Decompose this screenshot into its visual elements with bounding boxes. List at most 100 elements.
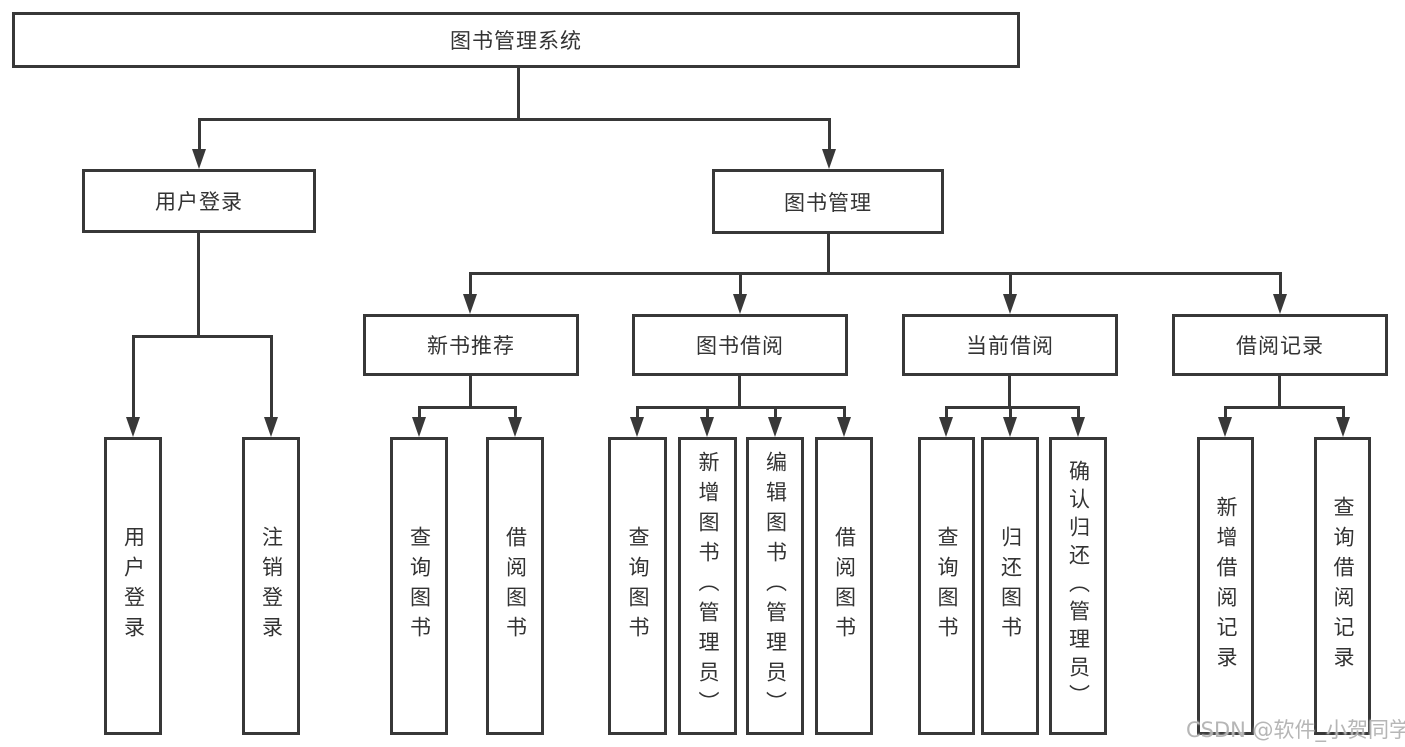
csdn-watermark: CSDN @软件_小贺同学	[1186, 718, 1405, 742]
arrow-to-leaf-query-books-b	[630, 406, 644, 437]
leaf-label: 新增借阅记录	[1214, 496, 1238, 676]
arrow-shaft	[269, 335, 273, 417]
arrow-to-leaf-edit-books	[768, 406, 782, 437]
arrow-to-current-borrow	[1003, 272, 1017, 314]
connector-new-book-stem	[469, 376, 472, 406]
arrow-shaft	[842, 406, 846, 417]
connector-book-borrow-stem	[738, 376, 741, 406]
leaf-borrow-books-recommend: 借阅图书	[486, 437, 544, 735]
node-book-borrow: 图书借阅	[632, 314, 848, 376]
leaf-label: 借阅图书	[832, 526, 857, 646]
arrowhead-icon	[1003, 294, 1017, 314]
node-user-login: 用户登录	[82, 169, 316, 233]
node-new-book-recommend: 新书推荐	[363, 314, 579, 376]
node-borrow-records: 借阅记录	[1172, 314, 1388, 376]
arrowhead-icon	[837, 417, 851, 437]
leaf-label: 新增图书（管理员）	[696, 451, 720, 721]
arrowhead-icon	[700, 417, 714, 437]
arrow-to-leaf-return-books	[1003, 406, 1017, 437]
arrowhead-icon	[768, 417, 782, 437]
connector-user-login-rail	[132, 335, 273, 338]
leaf-query-books-recommend: 查询图书	[390, 437, 448, 735]
connector-level2-rail	[198, 118, 831, 121]
node-label: 图书借阅	[696, 334, 784, 358]
arrow-to-leaf-query-record	[1336, 406, 1350, 437]
arrow-shaft	[827, 118, 831, 149]
arrow-shaft	[1223, 406, 1227, 417]
connector-new-book-rail	[418, 406, 517, 409]
arrowhead-icon	[192, 149, 206, 169]
arrowhead-icon	[1336, 417, 1350, 437]
leaf-return-books: 归还图书	[981, 437, 1039, 735]
arrow-shaft	[197, 118, 201, 149]
arrow-shaft	[417, 406, 421, 417]
arrow-to-leaf-user-login	[126, 335, 140, 437]
leaf-query-borrow-record: 查询借阅记录	[1314, 437, 1371, 735]
node-label: 新书推荐	[427, 334, 515, 358]
leaf-label: 归还图书	[998, 526, 1023, 646]
arrow-shaft	[738, 272, 742, 294]
arrow-to-new-book-recommend	[463, 272, 477, 314]
leaf-add-books-admin: 新增图书（管理员）	[678, 437, 737, 735]
arrow-to-leaf-add-books	[700, 406, 714, 437]
leaf-label: 用户登录	[121, 526, 146, 646]
leaf-label: 编辑图书（管理员）	[763, 451, 788, 721]
leaf-label: 查询图书	[407, 526, 432, 646]
leaf-query-books-borrow: 查询图书	[608, 437, 667, 735]
arrowhead-icon	[508, 417, 522, 437]
arrowhead-icon	[412, 417, 426, 437]
leaf-label: 注销登录	[259, 526, 284, 646]
arrowhead-icon	[264, 417, 278, 437]
leaf-query-books-current: 查询图书	[918, 437, 975, 735]
arrow-to-book-management	[822, 118, 836, 169]
arrow-shaft	[1008, 272, 1012, 294]
arrowhead-icon	[939, 417, 953, 437]
connector-root-stem	[517, 68, 520, 118]
arrow-shaft	[1278, 272, 1282, 294]
arrowhead-icon	[126, 417, 140, 437]
arrow-to-leaf-borrow-books-b	[837, 406, 851, 437]
leaf-edit-books-admin: 编辑图书（管理员）	[746, 437, 804, 735]
arrow-to-leaf-confirm-return	[1071, 406, 1085, 437]
connector-book-borrow-rail	[636, 406, 845, 409]
arrow-to-leaf-logout	[264, 335, 278, 437]
leaf-label: 借阅图书	[503, 526, 528, 646]
arrow-shaft	[1008, 406, 1012, 417]
arrow-to-leaf-add-record	[1218, 406, 1232, 437]
arrowhead-icon	[1218, 417, 1232, 437]
node-label: 借阅记录	[1236, 334, 1324, 358]
arrow-shaft	[513, 406, 517, 417]
leaf-label: 查询图书	[626, 526, 650, 646]
node-book-management: 图书管理	[712, 169, 944, 234]
arrow-shaft	[1341, 406, 1345, 417]
arrow-to-user-login	[192, 118, 206, 169]
arrow-to-leaf-query-books-c	[939, 406, 953, 437]
node-label: 图书管理	[784, 190, 872, 215]
node-current-borrow: 当前借阅	[902, 314, 1118, 376]
arrow-shaft	[944, 406, 948, 417]
arrow-shaft	[773, 406, 777, 417]
arrowhead-icon	[630, 417, 644, 437]
node-label: 图书管理系统	[450, 29, 582, 53]
arrowhead-icon	[1273, 294, 1287, 314]
leaf-confirm-return-admin: 确认归还（管理员）	[1049, 437, 1107, 735]
leaf-label: 查询借阅记录	[1331, 496, 1355, 676]
connector-book-management-stem	[827, 234, 830, 272]
arrow-shaft	[635, 406, 639, 417]
arrowhead-icon	[1071, 417, 1085, 437]
arrowhead-icon	[1003, 417, 1017, 437]
connector-current-borrow-stem	[1008, 376, 1011, 406]
node-label: 用户登录	[155, 190, 243, 214]
leaf-label: 确认归还（管理员）	[1066, 460, 1091, 712]
connector-user-login-stem	[197, 233, 200, 335]
connector-current-borrow-rail	[945, 406, 1080, 409]
arrowhead-icon	[822, 149, 836, 169]
arrowhead-icon	[463, 294, 477, 314]
arrow-shaft	[1076, 406, 1080, 417]
node-label: 当前借阅	[966, 334, 1054, 358]
arrow-shaft	[131, 335, 135, 417]
arrow-to-book-borrow	[733, 272, 747, 314]
arrow-to-leaf-query-books-a	[412, 406, 426, 437]
arrow-shaft	[705, 406, 709, 417]
